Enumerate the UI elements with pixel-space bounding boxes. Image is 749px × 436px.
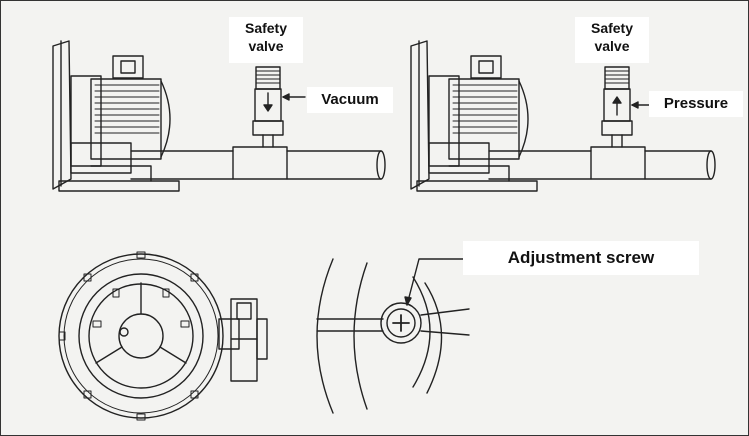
safety-valve-label-right-line2: valve xyxy=(594,38,630,54)
safety-valve-label-right: Safety valve xyxy=(575,17,649,63)
adjustment-screw-detail xyxy=(316,258,470,414)
pipe-left xyxy=(130,146,386,180)
safety-valve-label-right-line1: Safety xyxy=(590,20,634,36)
safety-valve-left xyxy=(252,66,306,148)
blower-front-view xyxy=(58,251,268,421)
adjustment-screw-label: Adjustment screw xyxy=(463,241,699,275)
pressure-label: Pressure xyxy=(649,91,743,117)
safety-valve-label-left-line2: valve xyxy=(248,38,284,54)
blower-left xyxy=(52,40,180,192)
safety-valve-label-left: Safety valve xyxy=(229,17,303,63)
safety-valve-right xyxy=(601,66,652,148)
safety-valve-label-left-line1: Safety xyxy=(244,20,288,36)
blower-right xyxy=(410,40,538,192)
vacuum-label: Vacuum xyxy=(307,87,393,113)
pipe-right xyxy=(488,146,716,180)
